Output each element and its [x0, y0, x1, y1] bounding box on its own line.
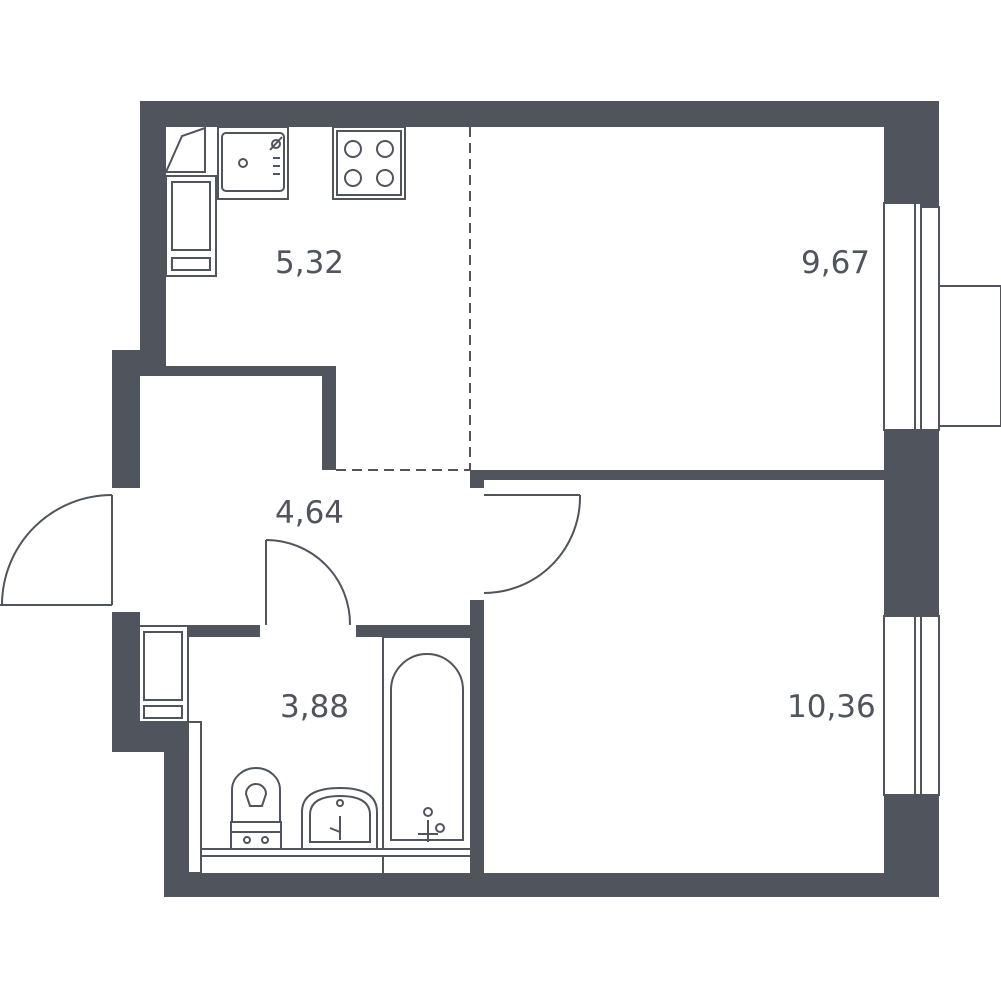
bathtub-icon: [382, 636, 472, 850]
room-area-hall: 4,64: [275, 495, 345, 531]
kitchen-corner: [164, 126, 206, 173]
washing-machine-icon: [137, 625, 189, 723]
window-room2: [883, 615, 940, 796]
toilet-icon: [230, 767, 282, 850]
washbasin-icon: [301, 786, 378, 850]
sink-icon: [217, 126, 289, 200]
walls: [112, 101, 939, 897]
zone-lines: [336, 127, 471, 471]
doors: [0, 494, 582, 626]
room-area-bathroom: 3,88: [280, 689, 350, 725]
fridge-icon: [165, 175, 217, 277]
window-room1: [883, 202, 1001, 431]
room-area-room1: 9,67: [801, 245, 871, 281]
stove-icon: [332, 126, 406, 200]
room-area-kitchen: 5,32: [275, 245, 345, 281]
room-area-room2: 10,36: [787, 689, 876, 725]
